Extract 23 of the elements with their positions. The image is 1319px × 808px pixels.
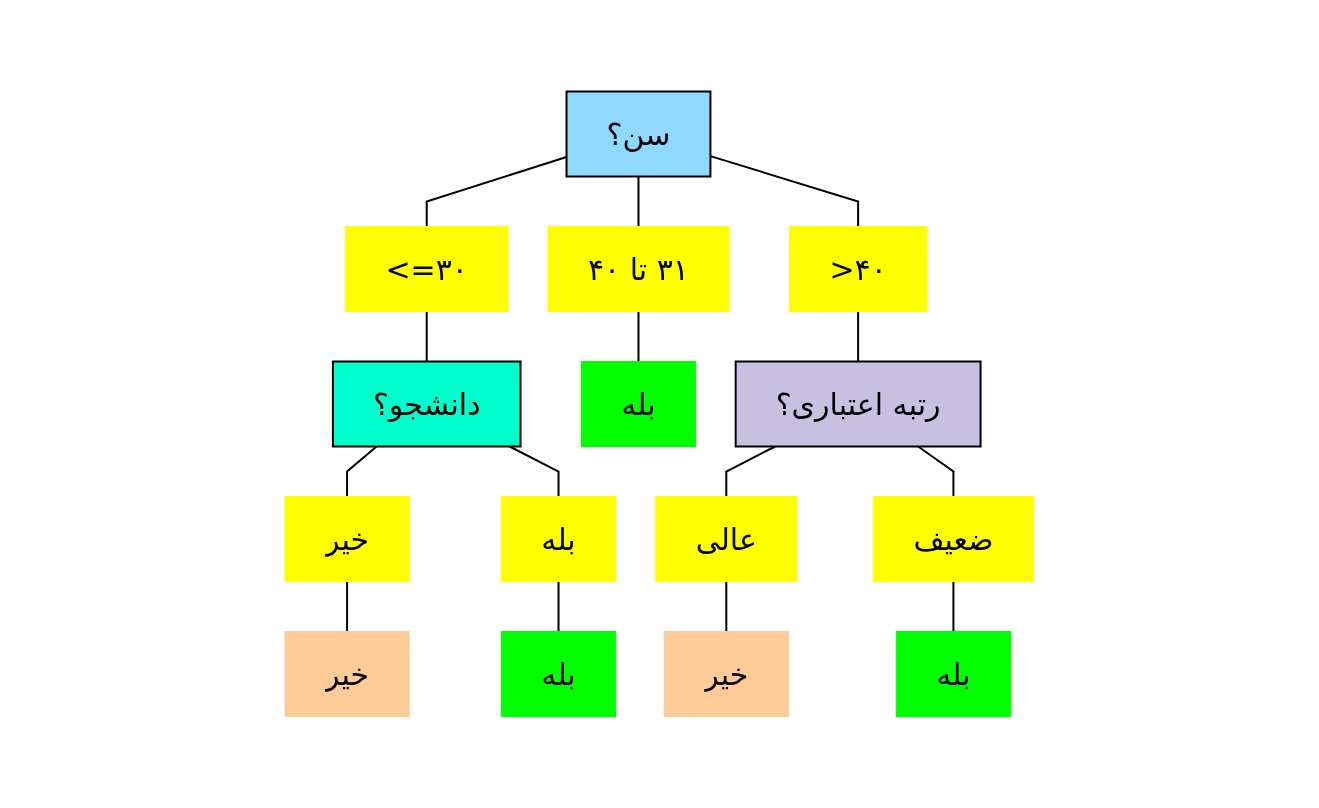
node-box: رتبه اعتباری؟ [734, 360, 982, 448]
node-box: >۴۰ [789, 226, 928, 312]
node-box: بله [896, 631, 1012, 717]
node-box: <=۳۰ [345, 226, 509, 312]
node-box: سن؟ [565, 90, 712, 178]
connector [725, 580, 728, 633]
connector [857, 310, 860, 363]
connector [508, 445, 560, 498]
node-box: ضعیف [873, 496, 1035, 582]
connector [426, 310, 428, 363]
node-box: ۳۱ تا ۴۰ [547, 226, 730, 312]
connector [952, 580, 955, 633]
connector [346, 580, 349, 633]
connector [637, 310, 640, 363]
node-box: عالی [655, 496, 798, 582]
node-box: بله [501, 496, 617, 582]
connector [637, 175, 640, 228]
connector [917, 445, 955, 498]
connector [346, 445, 378, 498]
node-box: بله [581, 361, 697, 447]
node-box: بله [501, 631, 617, 717]
connector [557, 580, 560, 633]
node-box: دانشجو؟ [332, 360, 522, 448]
